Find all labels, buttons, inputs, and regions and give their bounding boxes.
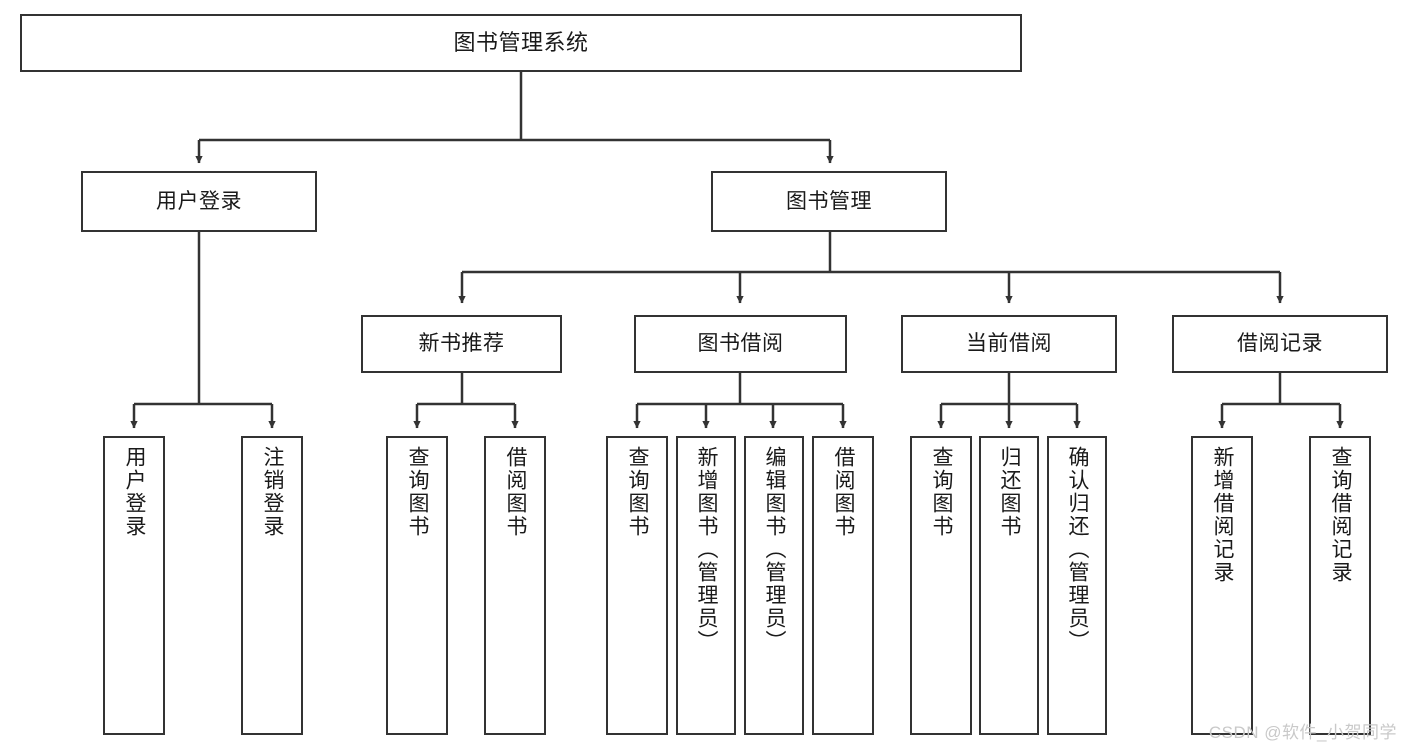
node-leaf-query-book-3-label: 查询图书 [930, 446, 954, 538]
node-book-borrow[interactable]: 图书借阅 [634, 315, 847, 373]
node-leaf-add-record-label: 新增借阅记录 [1211, 446, 1235, 584]
node-leaf-add-book[interactable]: 新增图书（管理员） [676, 436, 736, 735]
node-root-label: 图书管理系统 [453, 29, 589, 55]
node-leaf-return-book-label: 归还图书 [998, 446, 1022, 538]
node-book-borrow-label: 图书借阅 [697, 332, 784, 356]
node-leaf-borrow-book-1[interactable]: 借阅图书 [484, 436, 546, 735]
node-borrow-record-label: 借阅记录 [1237, 332, 1323, 356]
node-leaf-query-book-1-label: 查询图书 [406, 446, 430, 538]
node-leaf-borrow-book-2-label: 借阅图书 [832, 446, 856, 538]
node-leaf-add-record[interactable]: 新增借阅记录 [1191, 436, 1253, 735]
node-current-borrow-label: 当前借阅 [966, 332, 1052, 356]
node-book-manage[interactable]: 图书管理 [711, 171, 947, 232]
node-leaf-logout[interactable]: 注销登录 [241, 436, 303, 735]
node-leaf-query-record[interactable]: 查询借阅记录 [1309, 436, 1371, 735]
node-leaf-edit-book-label: 编辑图书（管理员） [763, 446, 787, 653]
node-leaf-logout-label: 注销登录 [261, 446, 285, 538]
node-leaf-query-book-1[interactable]: 查询图书 [386, 436, 448, 735]
node-book-manage-label: 图书管理 [786, 189, 872, 213]
node-new-book-recommend[interactable]: 新书推荐 [361, 315, 562, 373]
node-leaf-query-book-2-label: 查询图书 [626, 446, 650, 538]
node-leaf-query-book-3[interactable]: 查询图书 [910, 436, 972, 735]
node-root[interactable]: 图书管理系统 [20, 14, 1022, 72]
node-leaf-edit-book[interactable]: 编辑图书（管理员） [744, 436, 804, 735]
node-leaf-add-book-label: 新增图书（管理员） [695, 446, 719, 653]
node-leaf-borrow-book-2[interactable]: 借阅图书 [812, 436, 874, 735]
node-user-login[interactable]: 用户登录 [81, 171, 317, 232]
node-borrow-record[interactable]: 借阅记录 [1172, 315, 1388, 373]
node-current-borrow[interactable]: 当前借阅 [901, 315, 1117, 373]
node-leaf-confirm-return-label: 确认归还（管理员） [1066, 446, 1090, 653]
node-leaf-user-login[interactable]: 用户登录 [103, 436, 165, 735]
node-new-book-recommend-label: 新书推荐 [418, 332, 505, 356]
node-leaf-query-record-label: 查询借阅记录 [1329, 446, 1353, 584]
node-leaf-user-login-label: 用户登录 [123, 446, 147, 538]
node-leaf-confirm-return[interactable]: 确认归还（管理员） [1047, 436, 1107, 735]
node-user-login-label: 用户登录 [156, 189, 242, 213]
csdn-watermark: CSDN @软件_小贺同学 [1208, 723, 1397, 742]
node-leaf-borrow-book-1-label: 借阅图书 [504, 446, 528, 538]
node-leaf-return-book[interactable]: 归还图书 [979, 436, 1039, 735]
node-leaf-query-book-2[interactable]: 查询图书 [606, 436, 668, 735]
